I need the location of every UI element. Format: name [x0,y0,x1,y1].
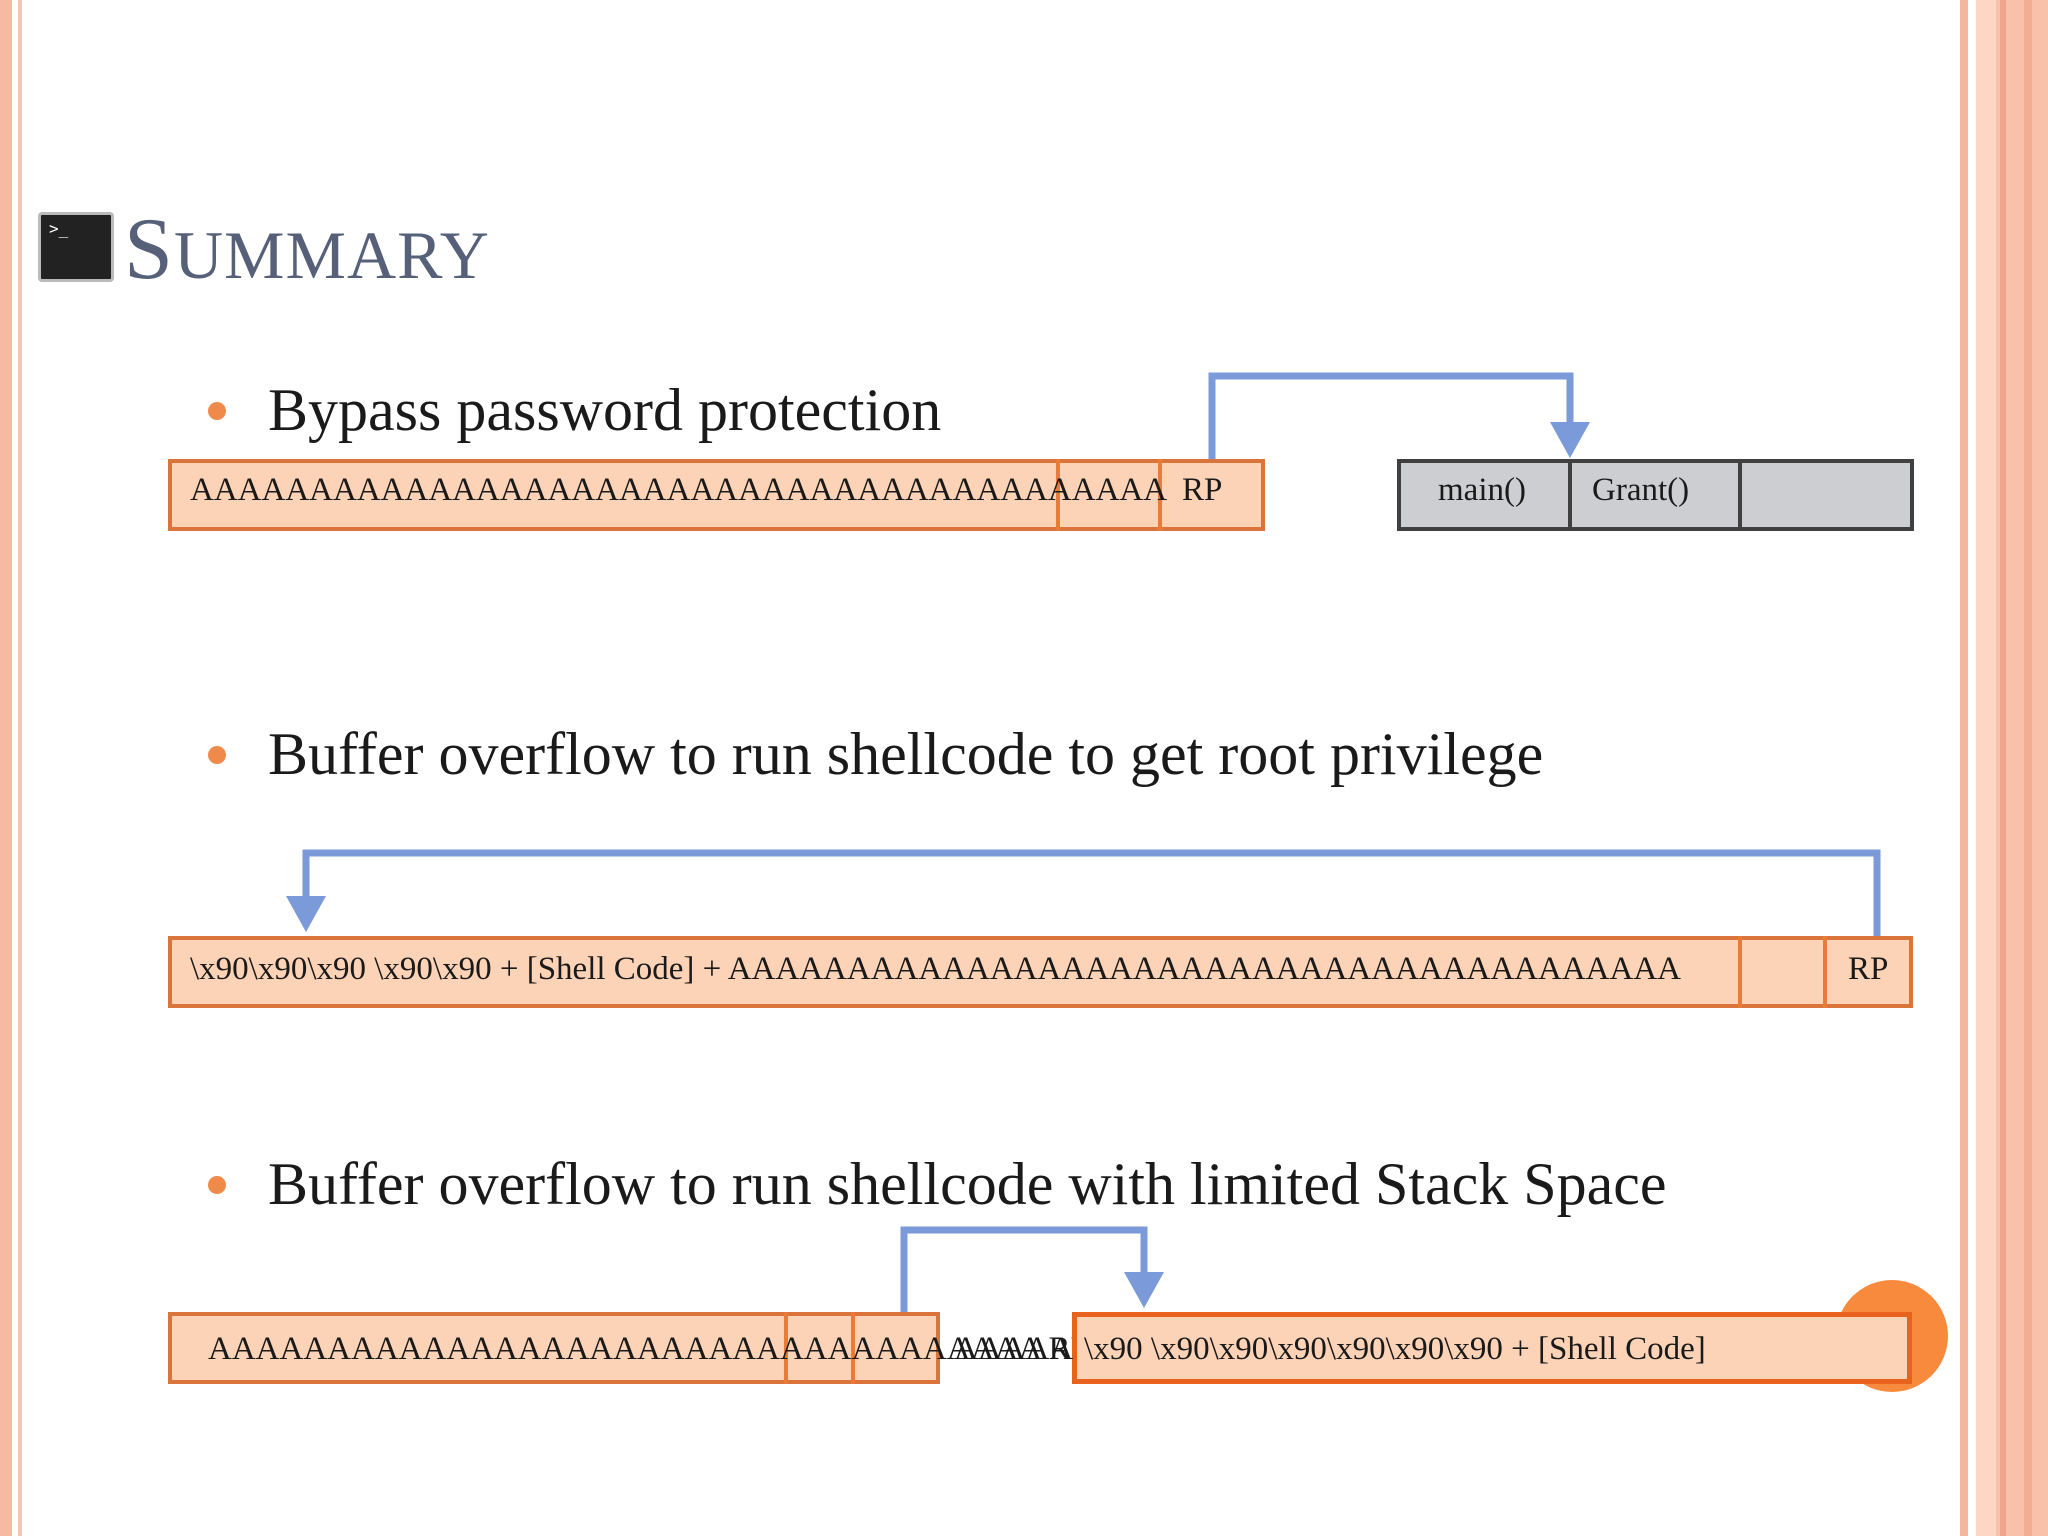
slide-title: SUMMARY [124,206,490,294]
arrowhead-shell [1124,1272,1164,1308]
function-stack [1397,459,1914,531]
return-pointer-label: RP [1848,951,1889,987]
bullet-root-privilege: Buffer overflow to run shellcode to get … [268,721,1544,787]
arrow-rp-to-grant [1208,372,1574,460]
buffer-text-limited: AAAAAAAAAAAAAAAAAAAAAAAAAAAAAAAAAAA RP [208,1331,1089,1367]
shellcode-text: \x90 \x90\x90\x90\x90\x90\x90 + [Shell C… [1084,1331,1706,1367]
left-border-line [18,0,22,1536]
right-border-band [1976,0,1996,1536]
payload-divider [1738,936,1742,1008]
terminal-icon: >_ [38,212,114,282]
buffer-bar-limited [168,1312,940,1384]
right-border-line [1960,0,1968,1536]
bullet-dot [208,1176,226,1194]
payload-text: \x90\x90\x90 \x90\x90 + [Shell Code] + A… [190,951,1681,987]
buffer-text: AAAAAAAAAAAAAAAAAAAAAAAAAAAAAAAAAAAAAAAA… [190,472,1168,508]
stack-divider [1738,459,1742,531]
buffer-divider [1056,459,1060,531]
terminal-prompt: >_ [49,219,69,238]
shellcode-bar [1072,1312,1912,1384]
arrow-rp-to-nop [302,849,1881,936]
return-pointer-label: RP [1182,472,1223,508]
buffer-divider [1158,459,1162,531]
buffer-divider [851,1312,855,1384]
buffer-bar [168,459,1265,531]
right-border-line-outer [2024,0,2032,1536]
title-rest: UMMARY [173,217,490,293]
title-initial: S [124,201,174,298]
right-border-line-inner [2000,0,2006,1536]
payload-bar [168,936,1913,1008]
stack-divider [1568,459,1572,531]
payload-divider [1823,936,1827,1008]
stack-main: main() [1438,472,1526,508]
bullet-dot [208,746,226,764]
buffer-divider [784,1312,788,1384]
stack-grant: Grant() [1592,472,1690,508]
arrowhead-nop [286,896,326,932]
bullet-dot [208,402,226,420]
arrowhead-grant [1550,422,1590,458]
bullet-bypass-password: Bypass password protection [268,377,942,443]
bullet-limited-stack: Buffer overflow to run shellcode with li… [268,1151,1667,1217]
arrow-rp-to-shell [900,1226,1148,1314]
left-border-stripe [0,0,12,1536]
padding-text: AAAAA [954,1331,1074,1367]
